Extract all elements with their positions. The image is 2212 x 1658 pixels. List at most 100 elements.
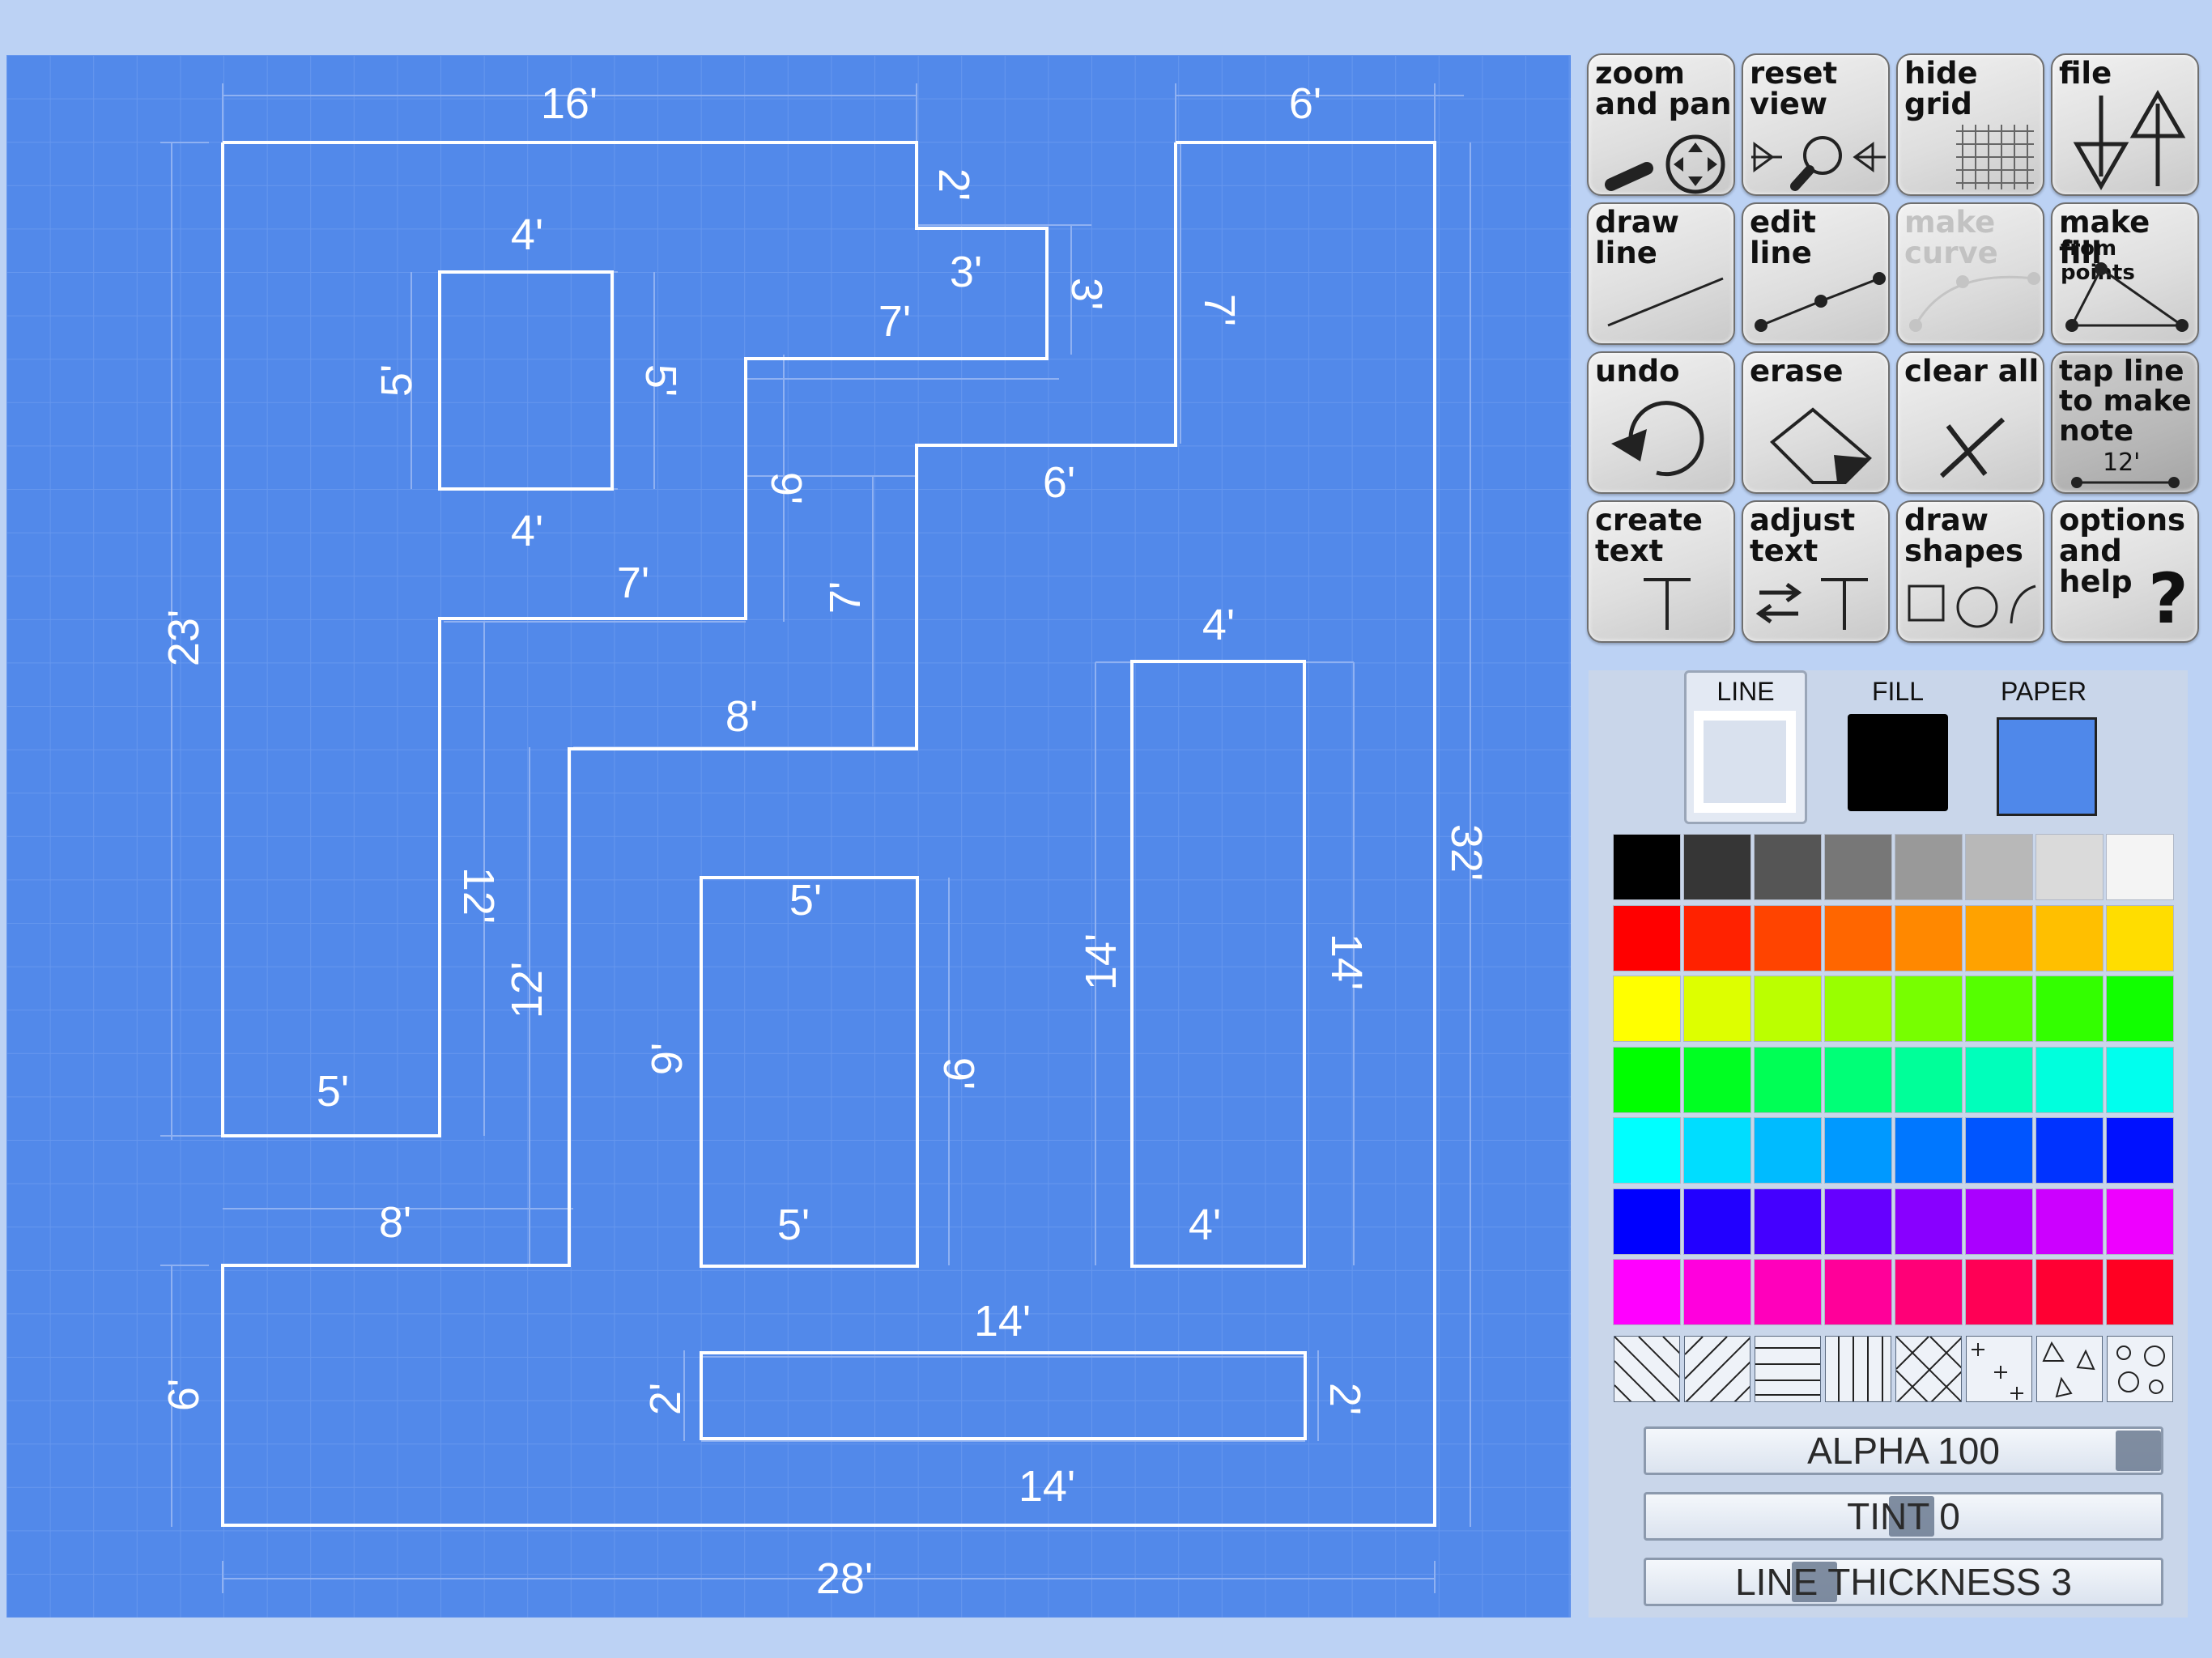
palette-color-swatch[interactable] bbox=[1754, 1046, 1822, 1113]
vertical-pattern[interactable] bbox=[1825, 1336, 1891, 1402]
edit-line-button[interactable]: edit line bbox=[1742, 202, 1890, 345]
erase-button[interactable]: erase bbox=[1742, 351, 1890, 494]
clear-all-button[interactable]: clear all bbox=[1896, 351, 2044, 494]
palette-color-swatch[interactable] bbox=[1613, 904, 1681, 971]
palette-color-swatch[interactable] bbox=[1683, 1188, 1751, 1255]
palette-color-swatch[interactable] bbox=[1613, 834, 1681, 900]
palette-color-swatch[interactable] bbox=[1754, 1259, 1822, 1325]
palette-color-swatch[interactable] bbox=[1754, 1117, 1822, 1184]
palette-color-swatch[interactable] bbox=[1965, 904, 2033, 971]
palette-color-swatch[interactable] bbox=[2106, 904, 2174, 971]
draw-line-label: draw line bbox=[1595, 205, 1679, 270]
tint-slider-handle[interactable] bbox=[1889, 1496, 1934, 1537]
undo-button[interactable]: undo bbox=[1587, 351, 1735, 494]
palette-color-swatch[interactable] bbox=[1965, 1188, 2033, 1255]
palette-color-swatch[interactable] bbox=[2035, 1046, 2104, 1113]
floor-plan-drawing[interactable]: 16' 6' 2' 3' 3' 7' 4' 5' 5' 4' 7' 9' 6' … bbox=[6, 55, 1571, 1618]
palette-color-swatch[interactable] bbox=[2106, 976, 2174, 1042]
palette-color-swatch[interactable] bbox=[2106, 834, 2174, 900]
palette-color-swatch[interactable] bbox=[1895, 1259, 1963, 1325]
circle-pattern[interactable] bbox=[2107, 1336, 2173, 1402]
palette-color-swatch[interactable] bbox=[2035, 834, 2104, 900]
reset-view-button[interactable]: reset view bbox=[1742, 53, 1890, 196]
dim-label: 3' bbox=[950, 248, 982, 296]
palette-color-swatch[interactable] bbox=[1895, 1117, 1963, 1184]
dim-label: 6' bbox=[1289, 79, 1321, 128]
palette-color-swatch[interactable] bbox=[1824, 1117, 1892, 1184]
palette-color-swatch[interactable] bbox=[1965, 1259, 2033, 1325]
palette-color-swatch[interactable] bbox=[2035, 1188, 2104, 1255]
palette-color-swatch[interactable] bbox=[1683, 1117, 1751, 1184]
fill-color-swatch[interactable] bbox=[1848, 714, 1948, 811]
palette-color-swatch[interactable] bbox=[2035, 976, 2104, 1042]
paper-swatch-label: PAPER bbox=[2000, 677, 2087, 706]
palette-color-swatch[interactable] bbox=[1613, 1046, 1681, 1113]
palette-color-swatch[interactable] bbox=[1965, 976, 2033, 1042]
line-color-swatch[interactable] bbox=[1694, 711, 1796, 813]
palette-color-swatch[interactable] bbox=[1613, 1117, 1681, 1184]
palette-color-swatch[interactable] bbox=[1895, 834, 1963, 900]
palette-color-swatch[interactable] bbox=[1895, 976, 1963, 1042]
drawing-canvas[interactable]: 16' 6' 2' 3' 3' 7' 4' 5' 5' 4' 7' 9' 6' … bbox=[6, 55, 1571, 1618]
palette-color-swatch[interactable] bbox=[1683, 1046, 1751, 1113]
tint-slider[interactable]: TINT 0 bbox=[1644, 1492, 2163, 1541]
line-thickness-slider-handle[interactable] bbox=[1792, 1562, 1837, 1602]
palette-color-swatch[interactable] bbox=[1965, 1117, 2033, 1184]
palette-color-swatch[interactable] bbox=[1683, 834, 1751, 900]
palette-color-swatch[interactable] bbox=[1613, 1188, 1681, 1255]
palette-color-swatch[interactable] bbox=[1824, 1046, 1892, 1113]
palette-color-swatch[interactable] bbox=[2035, 1259, 2104, 1325]
horizontal-pattern[interactable] bbox=[1755, 1336, 1821, 1402]
palette-color-swatch[interactable] bbox=[1754, 904, 1822, 971]
dim-label: 5' bbox=[372, 364, 421, 397]
tap-line-note-button[interactable]: tap line to make note 12' bbox=[2051, 351, 2199, 494]
diagonal-right-pattern[interactable] bbox=[1684, 1336, 1750, 1402]
palette-color-swatch[interactable] bbox=[1683, 976, 1751, 1042]
palette-color-swatch[interactable] bbox=[1895, 904, 1963, 971]
options-help-button[interactable]: options and help ? bbox=[2051, 500, 2199, 643]
palette-color-swatch[interactable] bbox=[2106, 1188, 2174, 1255]
palette-color-swatch[interactable] bbox=[1965, 1046, 2033, 1113]
palette-color-swatch[interactable] bbox=[2106, 1046, 2174, 1113]
palette-color-swatch[interactable] bbox=[2035, 904, 2104, 971]
palette-color-swatch[interactable] bbox=[2106, 1259, 2174, 1325]
dim-label: 2' bbox=[1321, 1383, 1369, 1415]
palette-color-swatch[interactable] bbox=[1824, 1188, 1892, 1255]
crosshatch-pattern[interactable] bbox=[1895, 1336, 1962, 1402]
palette-color-swatch[interactable] bbox=[1613, 976, 1681, 1042]
alpha-slider[interactable]: ALPHA 100 bbox=[1644, 1426, 2163, 1475]
palette-color-swatch[interactable] bbox=[1895, 1046, 1963, 1113]
adjust-text-button[interactable]: adjust text bbox=[1742, 500, 1890, 643]
palette-color-swatch[interactable] bbox=[1824, 1259, 1892, 1325]
create-text-button[interactable]: create text bbox=[1587, 500, 1735, 643]
palette-color-swatch[interactable] bbox=[1683, 904, 1751, 971]
draw-line-button[interactable]: draw line bbox=[1587, 202, 1735, 345]
palette-color-swatch[interactable] bbox=[2035, 1117, 2104, 1184]
palette-color-swatch[interactable] bbox=[1824, 904, 1892, 971]
plus-pattern[interactable] bbox=[1966, 1336, 2032, 1402]
file-button[interactable]: file bbox=[2051, 53, 2199, 196]
palette-color-swatch[interactable] bbox=[2106, 1117, 2174, 1184]
paper-color-swatch[interactable] bbox=[1997, 717, 2097, 816]
palette-color-swatch[interactable] bbox=[1824, 834, 1892, 900]
palette-color-swatch[interactable] bbox=[1895, 1188, 1963, 1255]
palette-color-swatch[interactable] bbox=[1754, 976, 1822, 1042]
clear-all-label: clear all bbox=[1904, 354, 2040, 389]
reset-view-icon bbox=[1751, 136, 1886, 191]
palette-color-swatch[interactable] bbox=[1613, 1259, 1681, 1325]
line-thickness-slider[interactable]: LINE THICKNESS 3 bbox=[1644, 1558, 2163, 1606]
palette-color-swatch[interactable] bbox=[1754, 1188, 1822, 1255]
draw-shapes-button[interactable]: draw shapes bbox=[1896, 500, 2044, 643]
make-fill-button[interactable]: make fill from points bbox=[2051, 202, 2199, 345]
make-curve-button[interactable]: make curve bbox=[1896, 202, 2044, 345]
palette-color-swatch[interactable] bbox=[1754, 834, 1822, 900]
palette-color-swatch[interactable] bbox=[1965, 834, 2033, 900]
alpha-slider-handle[interactable] bbox=[2116, 1431, 2161, 1471]
zoom-and-pan-button[interactable]: zoom and pan bbox=[1587, 53, 1735, 196]
triangle-pattern[interactable] bbox=[2036, 1336, 2103, 1402]
file-label: file bbox=[2059, 56, 2112, 91]
diagonal-left-pattern[interactable] bbox=[1614, 1336, 1680, 1402]
palette-color-swatch[interactable] bbox=[1683, 1259, 1751, 1325]
hide-grid-button[interactable]: hide grid bbox=[1896, 53, 2044, 196]
palette-color-swatch[interactable] bbox=[1824, 976, 1892, 1042]
